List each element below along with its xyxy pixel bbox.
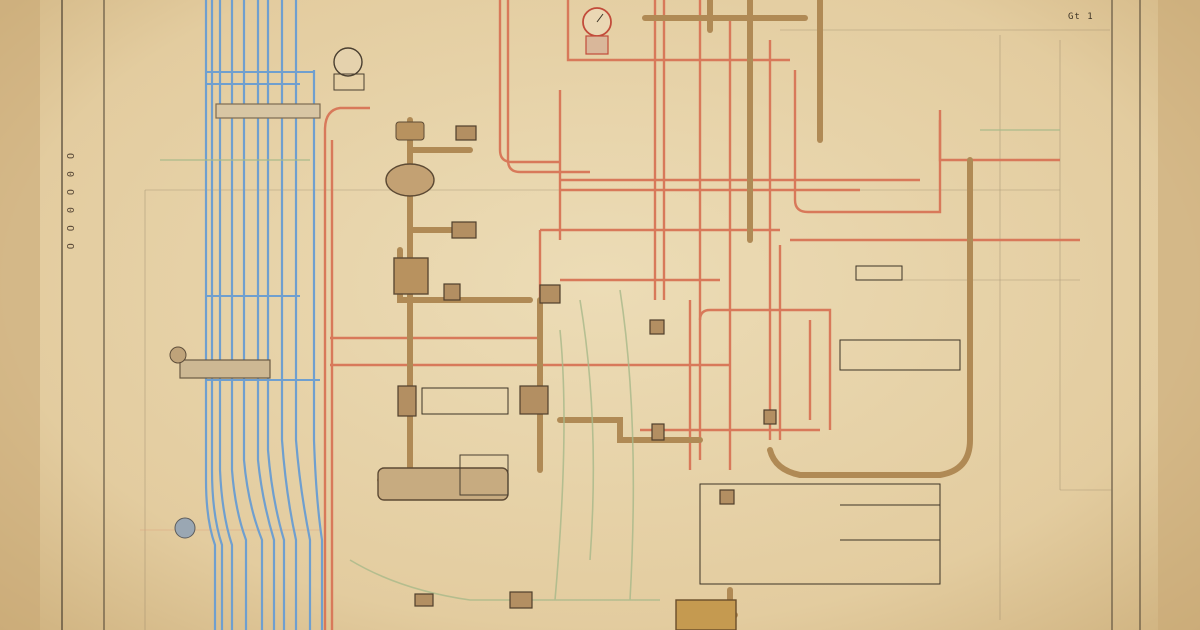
pump bbox=[385, 121, 435, 295]
margin-scrawl: O O 0 O 0 O bbox=[66, 150, 77, 250]
pressure-gauge bbox=[333, 7, 612, 91]
drain-line bbox=[160, 129, 1060, 601]
brass-supply-main bbox=[377, 0, 973, 630]
valve bbox=[397, 125, 777, 609]
sheet-number-label: Gt 1 bbox=[1068, 12, 1094, 22]
right-paper-edge bbox=[1158, 0, 1200, 630]
riser-pump bbox=[174, 517, 196, 539]
left-paper-edge bbox=[0, 0, 40, 630]
tank bbox=[377, 454, 737, 630]
riser-bracket bbox=[215, 103, 321, 119]
cold-water-riser bbox=[204, 0, 324, 630]
hot-water-main bbox=[323, 0, 1080, 630]
riser-valve bbox=[169, 346, 187, 364]
riser-header bbox=[179, 359, 271, 379]
label-boxes bbox=[421, 265, 961, 585]
